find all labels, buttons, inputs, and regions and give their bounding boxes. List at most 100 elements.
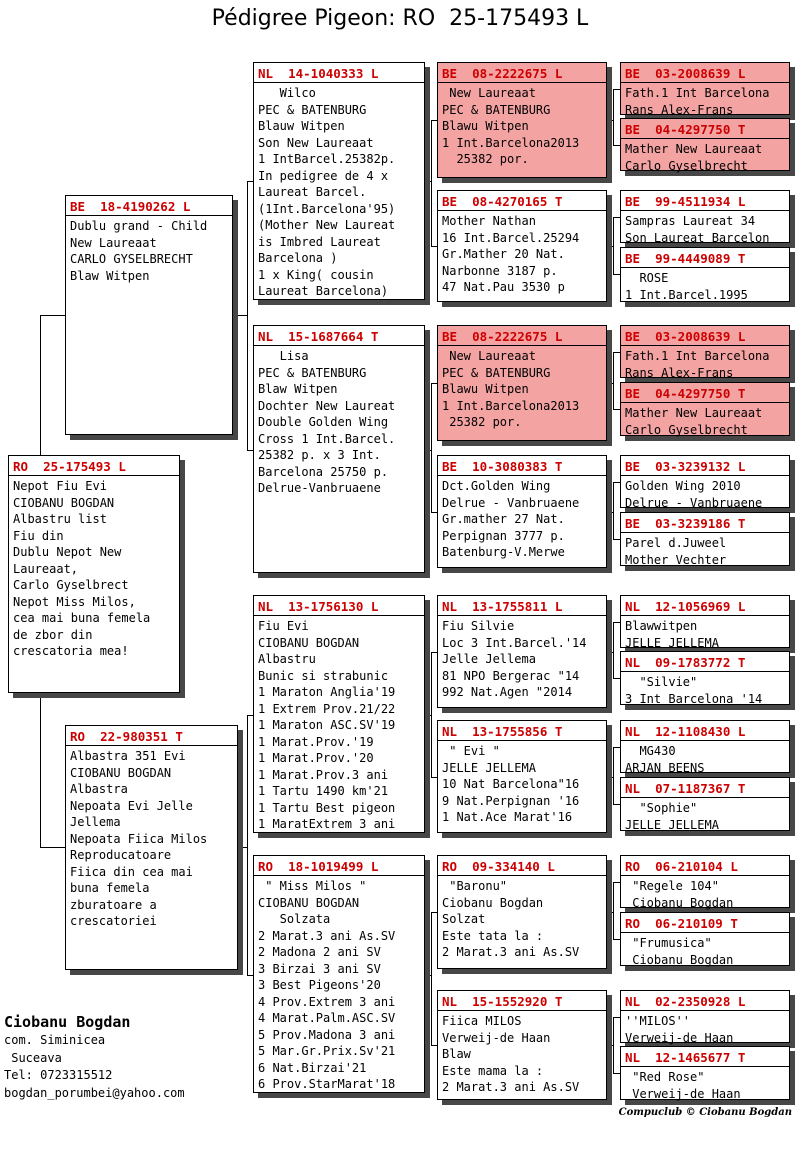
ring-number: BE 03-2008639 L: [621, 328, 789, 346]
connector-line: [607, 246, 614, 247]
connector-line: [431, 246, 437, 247]
connector-line: [425, 450, 432, 451]
pigeon-info: " Evi " JELLE JELLEMA 10 Nat Barcelona"1…: [442, 744, 580, 824]
box-g4-2: BE 04-4297750 T Mather New Laureaat Carl…: [620, 118, 790, 173]
box-g4-6: BE 04-4297750 T Mather New Laureaat Carl…: [620, 382, 790, 437]
ring-number: NL 09-1783772 T: [621, 654, 789, 672]
box-g2-1: NL 14-1040333 L Wilco PEC & BATENBURG Bl…: [253, 62, 425, 300]
box-g2-2: NL 15-1687664 T Lisa PEC & BATENBURG Bla…: [253, 325, 425, 573]
connector-line: [613, 622, 614, 679]
box-g4-10: NL 09-1783772 T "Silvie" 3 Int Barcelona…: [620, 651, 790, 706]
pigeon-info: Nepot Fiu Evi CIOBANU BOGDAN Albastru li…: [13, 479, 151, 658]
ring-number: BE 10-3080383 T: [438, 458, 606, 476]
box-g4-9: NL 12-1056969 L Blawwitpen JELLE JELLEMA: [620, 595, 790, 650]
breeder-phone: Tel: 0723315512: [4, 1068, 113, 1082]
connector-line: [431, 912, 432, 1046]
connector-line: [431, 652, 437, 653]
pigeon-info: Lisa PEC & BATENBURG Blaw Witpen Dochter…: [258, 349, 396, 495]
box-g4-14: RO 06-210109 T "Frumusica" Ciobanu Bogda…: [620, 912, 790, 967]
pigeon-info: New Laureaat PEC & BATENBURG Blawu Witpe…: [442, 349, 580, 429]
connector-line: [247, 181, 248, 451]
box-g4-16: NL 12-1465677 T "Red Rose" Verweij-de Ha…: [620, 1046, 790, 1101]
connector-line: [238, 847, 248, 848]
connector-line: [431, 1045, 437, 1046]
pigeon-info: " Miss Milos " CIOBANU BOGDAN Solzata 2 …: [258, 879, 396, 1091]
ring-number: NL 12-1056969 L: [621, 598, 789, 616]
connector-line: [607, 1045, 614, 1046]
ring-number: RO 25-175493 L: [9, 458, 179, 476]
connector-line: [247, 450, 253, 451]
connector-line: [607, 512, 614, 513]
connector-line: [613, 352, 614, 410]
ring-number: NL 02-2350928 L: [621, 993, 789, 1011]
connector-line: [238, 315, 248, 316]
connector-line: [613, 882, 614, 940]
box-g4-7: BE 03-3239132 L Golden Wing 2010 Delrue …: [620, 455, 790, 510]
breeder-name: Ciobanu Bogdan: [4, 1013, 131, 1031]
box-sire: BE 18-4190262 L Dublu grand - Child New …: [65, 195, 233, 435]
pigeon-info: Fiica MILOS Verweij-de Haan Blaw Este ma…: [442, 1014, 580, 1094]
box-g2-3: NL 13-1756130 L Fiu Evi CIOBANU BOGDAN A…: [253, 595, 425, 833]
box-g4-11: NL 12-1108430 L MG430 ARJAN BEENS: [620, 720, 790, 775]
pigeon-info: "Red Rose" Verweij-de Haan: [632, 1070, 741, 1101]
box-g4-13: RO 06-210104 L "Regele 104" Ciobanu Bogd…: [620, 855, 790, 910]
ring-number: NL 12-1108430 L: [621, 723, 789, 741]
pigeon-info: ''MILOS'' Verweij-de Haan: [625, 1014, 734, 1045]
pigeon-info: Fiu Silvie Loc 3 Int.Barcel.'14 Jelle Je…: [442, 619, 587, 699]
box-g4-4: BE 99-4449089 T ROSE 1 Int.Barcel.1995: [620, 247, 790, 302]
pigeon-info: Sampras Laureat 34 Son Laureat Barcelon: [625, 214, 770, 245]
pigeon-info: "Frumusica" Ciobanu Bogdan: [632, 936, 734, 967]
connector-line: [431, 383, 437, 384]
connector-line: [425, 975, 432, 976]
connector-line: [247, 181, 253, 182]
ring-number: RO 22-980351 T: [66, 728, 237, 746]
box-g3-7: RO 09-334140 L "Baronu" Ciobanu Bogdan S…: [437, 855, 607, 969]
pigeon-info: Golden Wing 2010 Delrue - Vanbruaene: [625, 479, 763, 510]
connector-line: [247, 715, 253, 716]
ring-number: NL 14-1040333 L: [254, 65, 424, 83]
box-g4-8: BE 03-3239186 T Parel d.Juweel Mother Ve…: [620, 512, 790, 567]
box-g2-4: RO 18-1019499 L " Miss Milos " CIOBANU B…: [253, 855, 425, 1093]
connector-line: [40, 315, 65, 316]
pigeon-info: Fiu Evi CIOBANU BOGDAN Albastru Bunic si…: [258, 619, 396, 831]
box-g3-1: BE 08-2222675 L New Laureaat PEC & BATEN…: [437, 62, 607, 178]
ring-number: RO 06-210109 T: [621, 915, 789, 933]
ring-number: BE 03-3239132 L: [621, 458, 789, 476]
box-g4-3: BE 99-4511934 L Sampras Laureat 34 Son L…: [620, 190, 790, 245]
pigeon-info: Fath.1 Int Barcelona Rans Alex-Frans: [625, 86, 770, 117]
connector-line: [425, 715, 432, 716]
ring-number: NL 15-1552920 T: [438, 993, 606, 1011]
connector-line: [613, 882, 620, 883]
box-subject: RO 25-175493 L Nepot Fiu Evi CIOBANU BOG…: [8, 455, 180, 693]
ring-number: NL 07-1187367 T: [621, 780, 789, 798]
connector-line: [431, 120, 432, 247]
ring-number: BE 99-4511934 L: [621, 193, 789, 211]
connector-line: [431, 512, 437, 513]
box-g4-1: BE 03-2008639 L Fath.1 Int Barcelona Ran…: [620, 62, 790, 117]
connector-line: [613, 747, 614, 805]
connector-line: [613, 145, 620, 146]
pigeon-info: Fath.1 Int Barcelona Rans Alex-Frans: [625, 349, 770, 380]
connector-line: [431, 120, 437, 121]
ring-number: BE 18-4190262 L: [66, 198, 232, 216]
box-g3-4: BE 10-3080383 T Dct.Golden Wing Delrue -…: [437, 455, 607, 568]
pigeon-info: Parel d.Juweel Mother Vechter: [625, 536, 727, 567]
pigeon-info: Mather New Laureaat Carlo Gyselbrecht: [625, 142, 763, 173]
connector-line: [613, 678, 620, 679]
ring-number: RO 18-1019499 L: [254, 858, 424, 876]
ring-number: BE 08-4270165 T: [438, 193, 606, 211]
connector-line: [613, 482, 614, 540]
ring-number: BE 04-4297750 T: [621, 385, 789, 403]
ring-number: BE 03-2008639 L: [621, 65, 789, 83]
pigeon-info: Dublu grand - Child New Laureaat CARLO G…: [70, 219, 208, 283]
ring-number: NL 13-1756130 L: [254, 598, 424, 616]
pigeon-info: "Regele 104" Ciobanu Bogdan: [632, 879, 734, 910]
box-g3-5: NL 13-1755811 L Fiu Silvie Loc 3 Int.Bar…: [437, 595, 607, 708]
box-dam: RO 22-980351 T Albastra 351 Evi CIOBANU …: [65, 725, 238, 970]
pigeon-info: MG430 ARJAN BEENS: [625, 744, 705, 775]
connector-line: [607, 120, 614, 121]
connector-line: [607, 383, 614, 384]
ring-number: NL 13-1755811 L: [438, 598, 606, 616]
box-g4-5: BE 03-2008639 L Fath.1 Int Barcelona Ran…: [620, 325, 790, 380]
